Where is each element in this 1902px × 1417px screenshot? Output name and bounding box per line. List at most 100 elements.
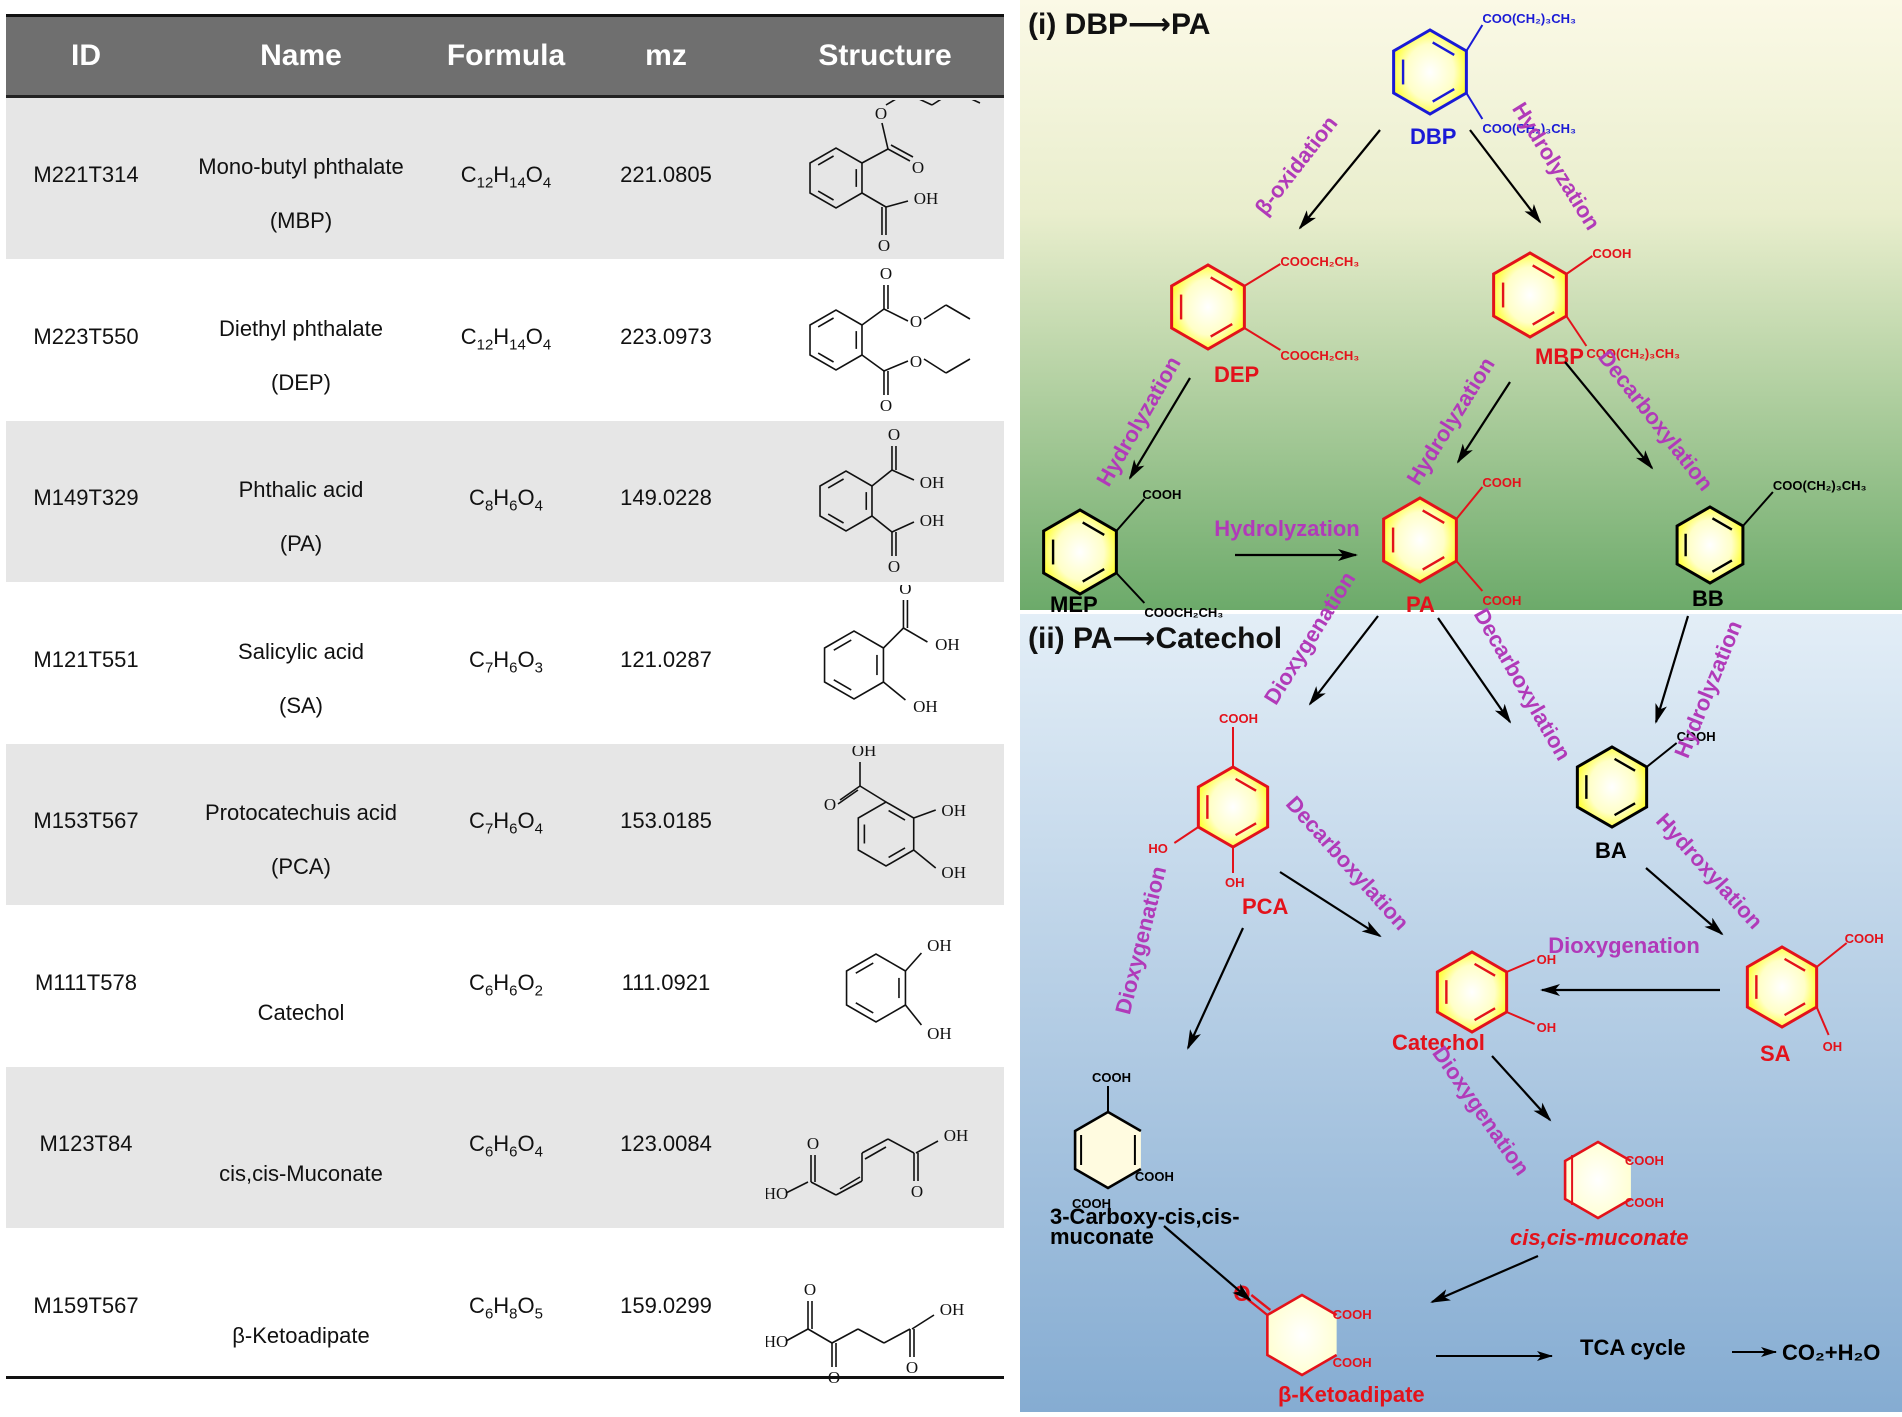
double-bond [817,351,834,363]
bond [1565,315,1588,347]
formula-count: 14 [509,174,526,192]
bond [871,469,893,487]
bond [904,1004,923,1025]
cell-name: β-Ketoadipate [156,1309,446,1363]
bond [861,148,889,164]
formula-element: O [517,969,535,995]
formula-element: O [517,485,535,510]
catechol-oh1: OH [1537,952,1557,967]
compound-abbreviation: (SA) [279,692,323,718]
reaction-arrow [1645,867,1724,936]
structure-group: HOOOOOH [766,1280,964,1387]
pca-oh: OH [1225,875,1245,890]
header-name: Name [260,39,342,72]
reaction-arrow [1430,1254,1539,1304]
bond [864,1146,887,1160]
bond [859,785,887,803]
formula-count: 5 [534,1304,543,1322]
cell-mz: 111.0921 [621,969,711,995]
double-bond [833,678,852,691]
catechol-oh2: OH [1537,1020,1557,1035]
pa-top-substituent: COOH [1482,475,1521,490]
formula-count: 14 [509,335,526,353]
dep-bottom-substituent: COOCH₂CH₃ [1280,348,1359,363]
atom-label: OH [941,801,966,820]
compound-mbp: MBP [1535,344,1584,369]
double-bond [817,316,834,328]
formula-count: 6 [509,981,518,999]
pathway-svg: (i) DBP⟶PA(ii) PA⟶CatecholCOO(CH₂)₃CH₃CO… [1020,0,1902,1412]
double-bond [827,478,844,489]
formula-count: 6 [484,1304,494,1322]
ring-carboxy-muconate [1073,1086,1142,1190]
formula-count: 3 [534,658,543,676]
ka-top: COOH [1333,1307,1372,1322]
compound-abbreviation: (PA) [279,531,323,556]
cell-id: M121T551 [33,646,139,672]
formula-element: C [469,485,485,510]
formula-element: H [493,808,510,833]
bond [883,359,909,372]
bond [891,521,915,533]
bond [890,144,914,158]
ring-dbp [1392,28,1468,116]
ring-pca [1196,765,1270,849]
compound-pca: PCA [1242,894,1289,919]
bond [1250,1294,1272,1311]
header-formula: Formula [446,39,566,72]
bond [913,809,936,819]
header-structure: Structure [818,39,952,72]
ring-double-bond [1234,777,1257,792]
cell-mz: 223.0973 [620,323,712,349]
formula-element: C [460,323,477,349]
benzene-ring [809,147,863,209]
bond [887,148,911,162]
atom-label: O [888,557,900,576]
mep-bottom-substituent: COOCH₂CH₃ [1144,605,1223,620]
atom-label: OH [940,1300,965,1319]
bond [1742,491,1774,527]
ring-dep [1170,263,1246,351]
table-bottom-rule [6,1376,1004,1379]
formula-count: 4 [534,497,543,515]
cell-formula: C6H6O4 [436,1131,576,1160]
bond [1455,560,1484,592]
formula-element: H [493,1292,510,1318]
ring-double-bond [1432,41,1455,56]
formula-count: 8 [484,497,494,515]
formula-count: 6 [484,1143,494,1161]
cell-id: M111T578 [35,969,137,995]
label-dioxygenation-3: Dioxygenation [1548,933,1700,958]
formula-count: 2 [534,981,543,999]
formula-element: O [517,646,535,672]
compound-abbreviation: (DEP) [271,369,331,395]
reaction-arrow [1456,381,1511,464]
cell-name: Mono-butyl phthalate(MBP) [156,140,446,248]
atom-label: O [880,264,892,283]
atom-label: O [911,1182,923,1201]
formula-element: C [469,969,485,995]
bond [1465,92,1484,120]
reaction-arrow [1564,361,1654,470]
mbp-bottom-substituent: COO(CH₂)₃CH₃ [1586,346,1680,361]
atom-label: OH [941,863,966,882]
ring-double-bond [1613,802,1636,817]
bond [861,307,885,326]
section-title-i: (i) DBP⟶PA [1028,8,1210,41]
double-bond [888,847,906,859]
mep-top-substituent: COOH [1142,487,1181,502]
bond [883,1327,911,1344]
cell-name: Phthalic acid(PA) [156,463,446,571]
atom-label: HO [766,1184,788,1203]
formula-count: 6 [509,1143,518,1161]
bond [903,626,928,643]
bond [971,100,981,104]
